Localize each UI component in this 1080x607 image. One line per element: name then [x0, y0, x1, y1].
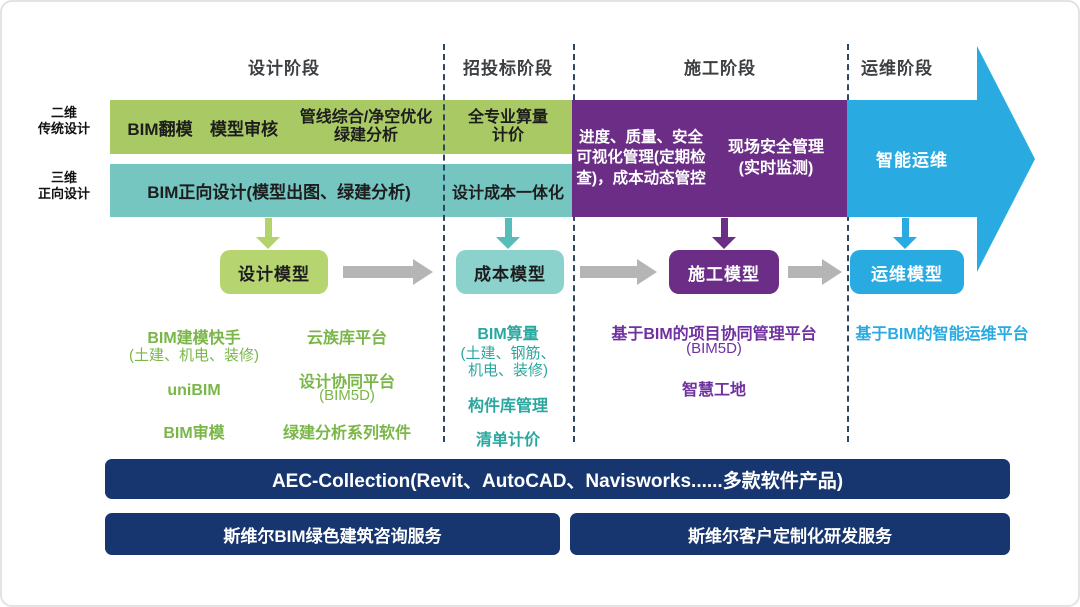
aec-collection-bar: AEC-Collection(Revit、AutoCAD、Navisworks.…: [105, 459, 1010, 499]
band1-item-quantity-pricing: 全专业算量 计价: [444, 100, 572, 154]
software-list-bidding: BIM算量 (土建、钢筋、 机电、装修) 构件库管理 清单计价: [418, 320, 598, 450]
down-arrow-design-icon: [256, 218, 280, 249]
operation-arrow-label: 智能运维: [876, 151, 948, 170]
phase-divider-3: [847, 44, 849, 442]
down-arrow-construction-icon: [712, 218, 736, 249]
software-item: 基于BIM的智能运维平台: [855, 326, 1029, 343]
software-item: BIM审模: [163, 425, 225, 442]
band1-item-bim-remodel: BIM翻模: [127, 119, 193, 139]
phase-header-construction: 施工阶段: [684, 59, 756, 78]
row-label-3d-line1: 三维: [50, 170, 77, 185]
band1-item-mep-optimization: 管线综合/净空优化 绿建分析: [288, 100, 444, 154]
band2-item-design-cost: 设计成本一体化: [451, 184, 564, 202]
software-item: BIM算量: [477, 326, 539, 343]
site-safety-line1: 现场安全管理: [727, 138, 824, 156]
custom-rd-service-bar: 斯维尔客户定制化研发服务: [570, 513, 1010, 555]
row-label-3d-forward: 三维 正向设计: [20, 170, 108, 203]
construction-model-box: 施工模型: [669, 250, 779, 294]
software-item: 机电、装修): [468, 362, 548, 379]
operation-arrow-body: 智能运维: [847, 100, 977, 217]
software-item: 设计协同平台: [298, 374, 395, 391]
software-list-design-col1: BIM建模快手 (土建、机电、装修) uniBIM BIM审模: [94, 324, 294, 444]
software-list-operation: 基于BIM的智能运维平台: [842, 320, 1042, 350]
phase-divider-1: [443, 44, 445, 442]
software-item: 构件库管理: [467, 398, 548, 415]
software-item: (土建、机电、装修): [129, 347, 259, 364]
band-3d-forward: BIM正向设计(模型出图、绿建分析) 设计成本一体化: [110, 164, 572, 217]
software-item: 绿建分析系列软件: [282, 425, 411, 442]
phase-header-bidding: 招投标阶段: [463, 59, 553, 78]
row-label-3d-line2: 正向设计: [37, 186, 90, 202]
phase-header-operation: 运维阶段: [861, 59, 933, 78]
band1-item-model-review: 模型审核: [210, 119, 278, 139]
construction-item-site-safety: 现场安全管理 (实时监测): [708, 100, 844, 217]
row-label-2d-traditional: 二维 传统设计: [20, 105, 108, 138]
software-item: (BIM5D): [686, 340, 742, 357]
band-2d-traditional: BIM翻模 模型审核 管线综合/净空优化 绿建分析 全专业算量 计价: [110, 100, 572, 154]
band1-item-quantity-line1: 全专业算量: [467, 108, 548, 126]
row-label-2d-line1: 二维: [50, 105, 77, 120]
down-arrow-cost-icon: [496, 218, 520, 249]
row-label-2d-line2: 传统设计: [37, 121, 90, 137]
band1-item-mep-line1: 管线综合/净空优化: [299, 108, 433, 126]
cost-model-box: 成本模型: [456, 250, 564, 294]
software-list-construction: 基于BIM的项目协同管理平台 (BIM5D) 智慧工地: [589, 320, 839, 410]
arrow-cost-to-construction-icon: [580, 259, 657, 285]
down-arrow-operation-icon: [893, 218, 917, 249]
green-building-consulting-bar: 斯维尔BIM绿色建筑咨询服务: [105, 513, 560, 555]
construction-block: 进度、质量、安全可视化管理(定期检查)，成本动态管控 现场安全管理 (实时监测): [572, 100, 847, 217]
software-item: BIM建模快手: [147, 330, 241, 347]
band1-item-quantity-line2: 计价: [491, 127, 524, 144]
arrow-construction-to-operation-icon: [788, 259, 842, 285]
software-item: 云族库平台: [306, 330, 387, 347]
phase-header-design: 设计阶段: [248, 59, 320, 78]
software-item: 清单计价: [475, 432, 540, 449]
software-item: 基于BIM的项目协同管理平台: [611, 326, 817, 343]
software-item: (BIM5D): [319, 387, 375, 404]
site-safety-line2: (实时监测): [738, 159, 814, 177]
software-item: uniBIM: [167, 382, 221, 399]
operation-arrowhead: [977, 46, 1035, 272]
operation-model-box: 运维模型: [850, 250, 964, 294]
construction-item-visual-management: 进度、质量、安全可视化管理(定期检查)，成本动态管控: [576, 129, 706, 187]
phase-divider-2: [573, 44, 575, 442]
software-item: (土建、钢筋、: [460, 345, 556, 362]
software-list-design-col2: 云族库平台 设计协同平台 (BIM5D) 绿建分析系列软件: [247, 324, 447, 444]
band1-item-mep-line2: 绿建分析: [333, 127, 398, 144]
band2-item-forward-design: BIM正向设计(模型出图、绿建分析): [147, 183, 411, 202]
design-model-box: 设计模型: [220, 250, 328, 294]
arrow-design-to-cost-icon: [343, 259, 433, 285]
software-item: 智慧工地: [681, 382, 746, 399]
